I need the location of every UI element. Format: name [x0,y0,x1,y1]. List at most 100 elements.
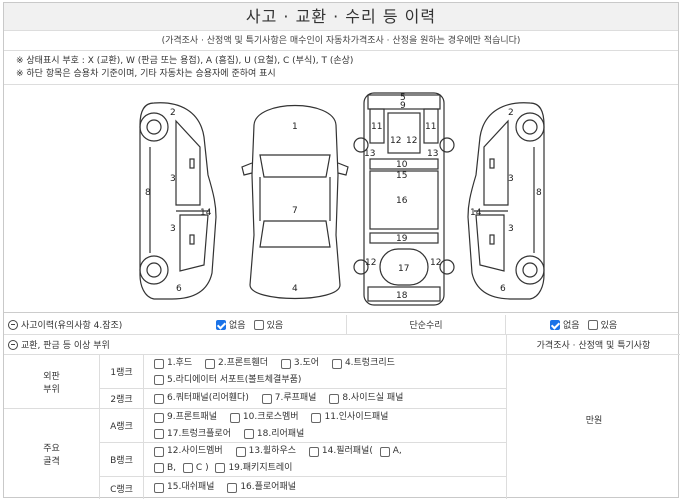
item-hood[interactable]: 1.후드 [154,357,192,370]
item-dash-panel[interactable]: 15.대쉬패널 [154,481,214,494]
item-checkbox[interactable] [331,358,342,369]
left-side-view [139,102,217,300]
item-floor-panel[interactable]: 16.플로어패널 [227,481,296,494]
accident-options: 없음 있음 [216,315,291,334]
item-checkbox[interactable] [154,429,164,439]
item-checkbox[interactable] [229,412,240,423]
item-rear-panel[interactable]: 18.리어패널 [243,428,304,441]
part-label: 3 [508,224,514,234]
page-subtitle: (가격조사 · 산정액 및 특기사항은 매수인이 자동차가격조사 · 산정을 원… [4,31,678,51]
part-label: 3 [170,224,176,234]
rank-a-label: A랭크 [100,409,144,443]
accident-history-row: 사고이력(유의사항 4.잠조) 없음 있음 단순수리 없음 있음 [4,315,680,335]
part-label: 1 [292,122,298,132]
item-checkbox[interactable] [311,412,322,423]
repair-yes-checkbox[interactable] [587,319,598,330]
accident-history-label-wrap: 사고이력(유의사항 4.잠조) [8,315,122,334]
simple-repair-options: 없음 있음 [550,315,625,334]
pillar-a-option[interactable]: A, [379,445,402,458]
main-frame-group: 주요 골격 [4,409,100,499]
part-label: 11 [371,122,382,132]
pillar-a-checkbox[interactable] [379,446,390,457]
repair-no-checkbox[interactable] [550,319,560,330]
repair-yes-option[interactable]: 있음 [587,318,617,331]
pillar-b-option[interactable]: B, [154,462,176,475]
part-label: 2 [170,108,176,118]
inspection-form: 사고 · 교환 · 수리 등 이력 (가격조사 · 산정액 및 특기사항은 매수… [3,2,680,499]
item-label: 9.프론트패널 [167,412,217,422]
item-label: 6.쿼터패널(리어휀다) [167,393,249,403]
item-checkbox[interactable] [154,412,164,423]
item-label: 15.대쉬패널 [167,482,215,492]
item-checkbox[interactable] [329,393,340,404]
item-checkbox[interactable] [205,358,216,369]
item-label: 3.도어 [293,358,320,368]
item-package-tray[interactable]: 19.패키지트레이 [215,462,292,475]
item-quarter-panel[interactable]: 6.쿼터패널(리어휀다) [154,392,249,405]
pillar-c-checkbox[interactable] [182,463,193,473]
item-checkbox[interactable] [215,463,226,473]
item-trunk-floor[interactable]: 17.트렁크플로어 [154,428,231,441]
item-radiator-support[interactable]: 5.라디에이터 서포트(볼트체결부품) [154,374,301,387]
accident-yes-option[interactable]: 있음 [253,318,283,331]
item-pillar-panel[interactable]: 14.필러패널( [308,445,373,458]
item-checkbox[interactable] [154,446,164,457]
item-label: 7.루프패널 [274,393,317,403]
part-label: 6 [500,284,506,294]
part-label: 12 [406,136,417,146]
item-checkbox[interactable] [227,482,238,493]
part-label: 6 [176,284,182,294]
pillar-c-option[interactable]: C ) [182,462,209,475]
item-label: 4.트렁크리드 [344,358,395,368]
item-door[interactable]: 3.도어 [280,357,320,370]
item-checkbox[interactable] [154,482,164,493]
price-column: 만원 [506,355,680,499]
item-cross-member[interactable]: 10.크로스멤버 [229,411,299,424]
item-roof-panel[interactable]: 7.루프패널 [261,392,317,405]
legend-symbols: ※ 상태표시 부호 : X (교환), W (판금 또는 용접), A (흠집)… [16,56,354,66]
accident-yes-checkbox[interactable] [253,319,264,330]
repair-no-option[interactable]: 없음 [550,318,580,331]
item-checkbox[interactable] [261,393,272,404]
item-label: 2.프론트휀더 [218,358,269,368]
page-title: 사고 · 교환 · 수리 등 이력 [4,3,678,31]
part-label: 2 [508,108,514,118]
rank-a-items: 9.프론트패널 10.크로스멤버 11.인사이드패널 17.트렁크플로어 18.… [144,409,506,443]
item-label: 14.필러패널( [321,446,373,456]
part-label: 12 [430,258,441,268]
accident-no-option[interactable]: 없음 [216,318,246,331]
car-diagram-svg: 2 3 8 14 3 6 1 7 4 5 9 11 11 12 12 13 13… [139,92,545,306]
part-label: 14 [470,208,482,218]
pillar-b-checkbox[interactable] [154,463,164,473]
simple-repair-label: 단순수리 [346,315,506,334]
item-side-sill-panel[interactable]: 8.사이드실 패널 [329,392,403,405]
item-checkbox[interactable] [154,393,164,404]
item-side-member[interactable]: 12.사이드멤버 [154,445,223,458]
part-label: 17 [398,264,409,274]
item-checkbox[interactable] [243,429,254,439]
part-label: 14 [200,208,212,218]
part-label: 10 [396,160,408,170]
item-checkbox[interactable] [235,446,246,457]
legend-note: ※ 하단 항목은 승용차 기준이며, 기타 자동차는 승용자에 준하여 표시 [16,69,276,79]
item-label: 5.라디에이터 서포트(볼트체결부품) [167,374,302,385]
item-front-fender[interactable]: 2.프론트휀더 [205,357,268,370]
pillar-c-label: C ) [195,462,209,473]
item-trunk-lid[interactable]: 4.트렁크리드 [331,357,395,370]
item-checkbox[interactable] [280,358,291,369]
item-wheel-house[interactable]: 13.휠하우스 [235,445,296,458]
item-checkbox[interactable] [154,375,164,385]
part-label: 12 [390,136,401,146]
item-checkbox[interactable] [154,358,164,369]
part-label: 16 [396,196,408,206]
item-checkbox[interactable] [308,446,319,457]
warning-face-icon [8,339,18,350]
item-front-panel[interactable]: 9.프론트패널 [154,411,217,424]
item-inside-panel[interactable]: 11.인사이드패널 [311,411,388,424]
part-label: 3 [170,174,176,184]
part-label: 9 [400,101,406,111]
exchange-label-wrap: 교환, 판금 등 이상 부위 [8,335,110,354]
amount-unit: 만원 [585,415,603,426]
accident-no-checkbox[interactable] [216,319,226,330]
outer-panel-group: 외판 부위 [4,355,100,409]
